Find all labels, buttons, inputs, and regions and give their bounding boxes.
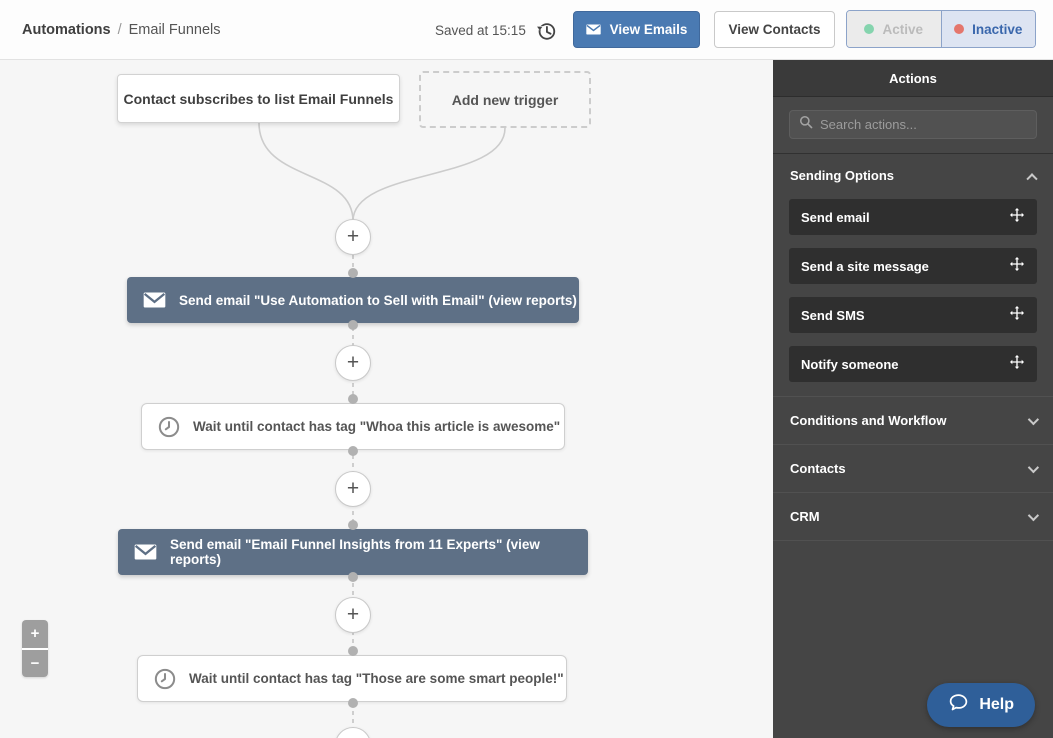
chevron-down-icon — [1027, 509, 1040, 521]
node-label: Wait until contact has tag "Those are so… — [189, 671, 564, 686]
section-crm[interactable]: CRM — [773, 492, 1053, 541]
breadcrumb-automations-link[interactable]: Automations — [22, 22, 111, 38]
zoom-out-button[interactable]: − — [22, 649, 48, 677]
search-icon — [799, 115, 813, 134]
add-new-trigger-button[interactable]: Add new trigger — [419, 71, 591, 128]
add-action-button[interactable]: + — [335, 345, 371, 381]
search-actions-input[interactable] — [820, 117, 1027, 132]
breadcrumb: Automations / Email Funnels — [22, 0, 221, 60]
wait-condition-node[interactable]: Wait until contact has tag "Whoa this ar… — [141, 403, 565, 450]
envelope-icon — [585, 24, 601, 35]
breadcrumb-current-page: Email Funnels — [128, 22, 221, 38]
node-label: Wait until contact has tag "Whoa this ar… — [193, 419, 561, 434]
move-icon — [1009, 354, 1025, 375]
send-email-node[interactable]: Send email "Use Automation to Sell with … — [127, 277, 579, 323]
clock-icon — [158, 416, 180, 438]
action-item-send-sms[interactable]: Send SMS — [789, 297, 1037, 333]
envelope-icon — [143, 292, 166, 308]
active-status-dot — [864, 24, 875, 34]
view-contacts-label: View Contacts — [728, 22, 821, 37]
move-icon — [1009, 305, 1025, 326]
node-label: Send email "Email Funnel Insights from 1… — [170, 537, 540, 567]
node-label: Send email "Use Automation to Sell with … — [179, 292, 577, 308]
section-sending-options[interactable]: Sending Options — [773, 154, 1053, 197]
toggle-active-label: Active — [882, 21, 924, 37]
connector-lines — [258, 122, 506, 738]
automation-canvas[interactable]: Contact subscribes to list Email Funnels… — [0, 60, 773, 738]
add-action-button[interactable]: + — [335, 597, 371, 633]
trigger-contact-subscribes[interactable]: Contact subscribes to list Email Funnels — [117, 74, 400, 123]
saved-status-text: Saved at 15:15 — [435, 22, 526, 38]
add-action-button[interactable]: + — [335, 471, 371, 507]
toggle-active-option[interactable]: Active — [847, 11, 941, 47]
action-item-send-email[interactable]: Send email — [789, 199, 1037, 235]
wait-condition-node[interactable]: Wait until contact has tag "Those are so… — [137, 655, 567, 702]
move-icon — [1009, 256, 1025, 277]
sending-options-items: Send email Send a site message Send SMS … — [773, 197, 1053, 396]
canvas-zoom-controls: + − — [22, 620, 48, 677]
section-contacts[interactable]: Contacts — [773, 444, 1053, 492]
view-contacts-button[interactable]: View Contacts — [714, 11, 835, 48]
view-emails-label: View Emails — [609, 22, 688, 37]
clock-icon — [154, 668, 176, 690]
search-actions-box[interactable] — [789, 110, 1037, 139]
chevron-down-icon — [1027, 461, 1040, 473]
move-icon — [1009, 207, 1025, 228]
node-connector-dot — [348, 394, 358, 404]
action-item-notify-someone[interactable]: Notify someone — [789, 346, 1037, 382]
node-connector-dot — [348, 520, 358, 530]
search-area — [773, 97, 1053, 154]
node-connector-dot — [348, 320, 358, 330]
node-connector-dot — [348, 268, 358, 278]
add-action-button[interactable]: + — [335, 219, 371, 255]
active-inactive-toggle: Active Inactive — [846, 10, 1036, 48]
inactive-status-dot — [954, 24, 965, 34]
sidebar-title: Actions — [773, 60, 1053, 97]
node-connector-dot — [348, 572, 358, 582]
breadcrumb-separator: / — [117, 22, 122, 38]
chevron-up-icon — [1026, 172, 1038, 184]
send-email-node[interactable]: Send email "Email Funnel Insights from 1… — [118, 529, 588, 575]
action-item-send-site-message[interactable]: Send a site message — [789, 248, 1037, 284]
node-connector-dot — [348, 446, 358, 456]
actions-sidebar: Actions Sending Options Send email Send … — [773, 60, 1053, 738]
zoom-in-button[interactable]: + — [22, 620, 48, 650]
node-connector-dot — [348, 698, 358, 708]
chat-bubble-icon — [948, 692, 969, 718]
help-button[interactable]: Help — [927, 683, 1035, 727]
help-label: Help — [979, 696, 1014, 713]
top-header: Automations / Email Funnels Saved at 15:… — [0, 0, 1053, 60]
chevron-down-icon — [1027, 413, 1040, 425]
toggle-inactive-option[interactable]: Inactive — [940, 11, 1035, 47]
node-connector-dot — [348, 646, 358, 656]
view-emails-button[interactable]: View Emails — [573, 11, 700, 48]
history-icon[interactable] — [534, 19, 558, 43]
toggle-inactive-label: Inactive — [972, 21, 1023, 37]
section-conditions-workflow[interactable]: Conditions and Workflow — [773, 396, 1053, 444]
envelope-icon — [134, 544, 157, 560]
